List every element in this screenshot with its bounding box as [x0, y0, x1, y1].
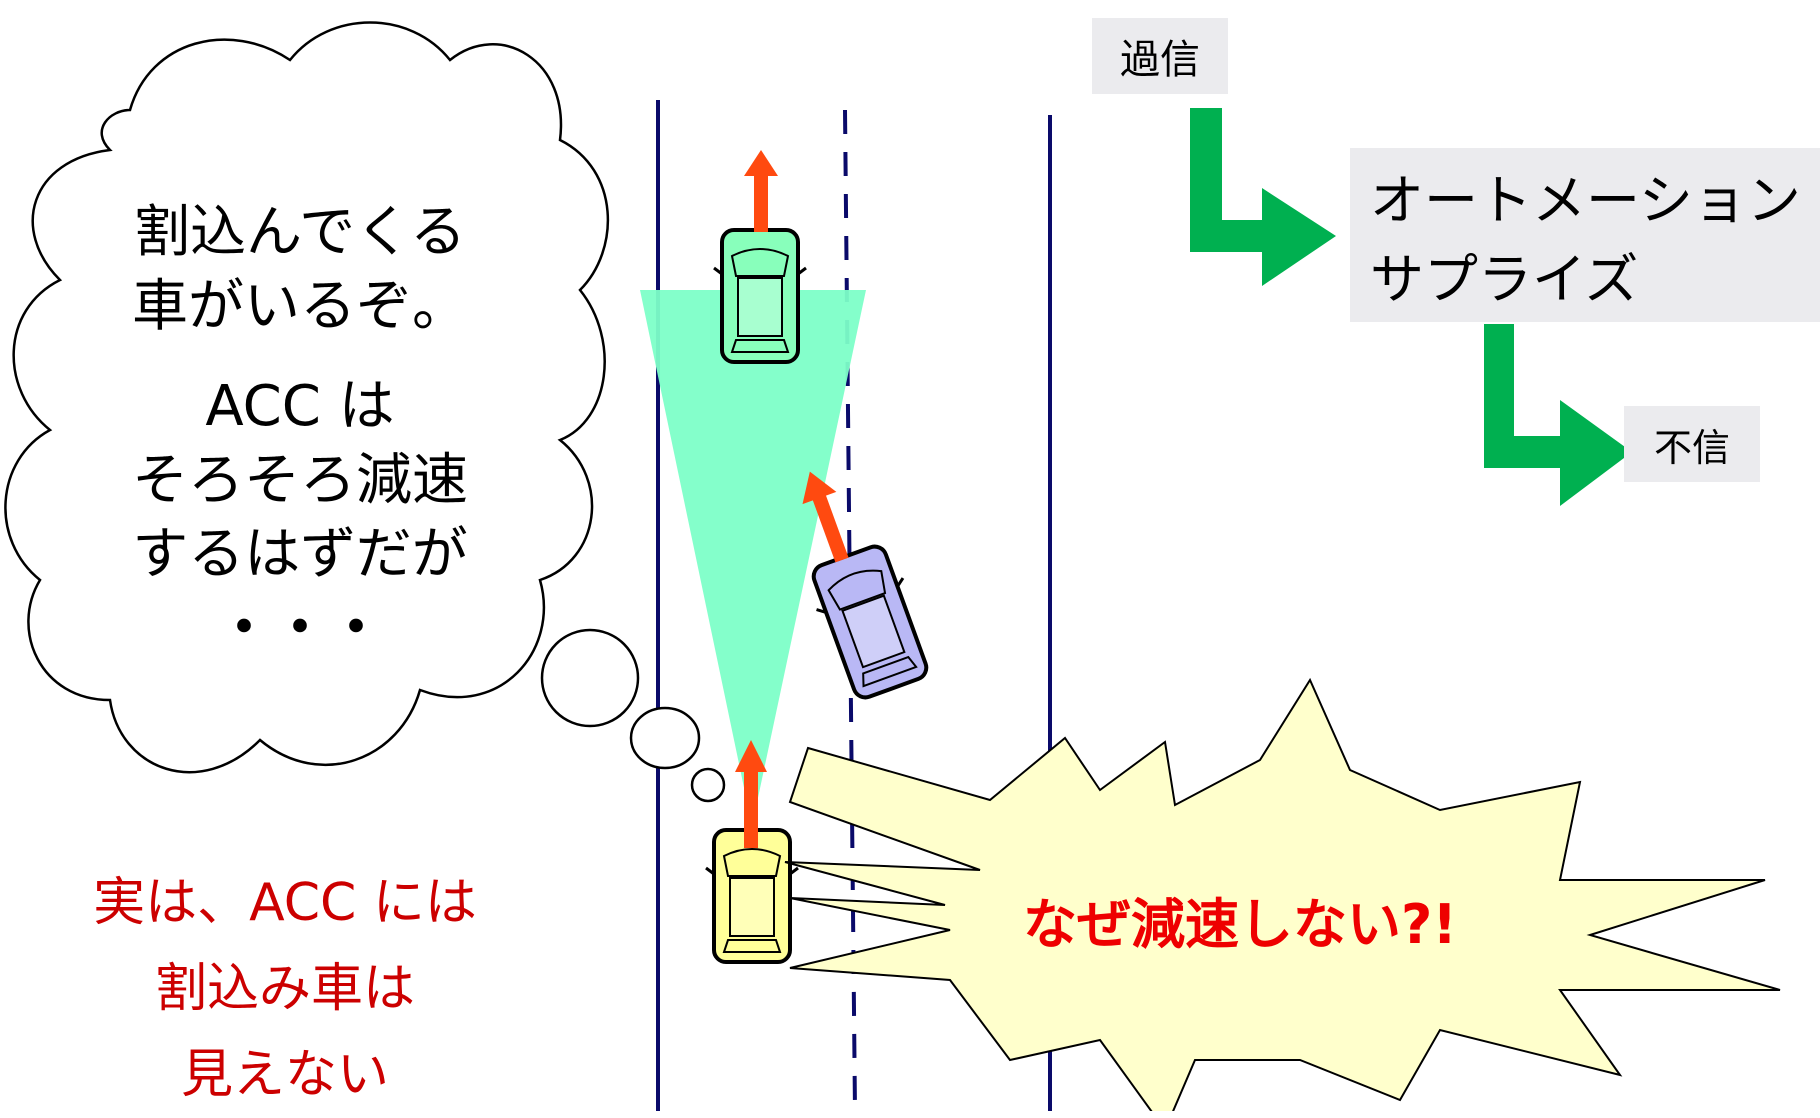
truth-line-1: 実は、ACC には — [93, 873, 477, 933]
thought-bubble-medium — [629, 706, 701, 770]
flow-step-distrust-label: 不信 — [1653, 425, 1730, 470]
flow-step-overtrust: 過信 — [1092, 18, 1228, 94]
exclaim-burst — [784, 677, 1781, 1111]
flow-step-automation-surprise-line-1: オートメーション — [1370, 169, 1801, 232]
thought-line-4: そろそろ減速 — [132, 448, 468, 513]
thought-line-6: ・・・ — [216, 596, 384, 661]
flow-step-overtrust-label: 過信 — [1120, 37, 1200, 83]
flow-arrow-2 — [1484, 324, 1632, 506]
thought-text: 割込んでくる 車がいるぞ。 ACC は そろそろ減速 するはずだが ・・・ — [90, 196, 510, 666]
cutin-car — [811, 544, 929, 700]
flow-step-automation-surprise: オートメーション サプライズ — [1350, 148, 1820, 322]
flow-step-distrust: 不信 — [1624, 406, 1760, 482]
flow-arrow-1 — [1190, 108, 1336, 286]
truth-text: 実は、ACC には 割込み車は 見えない — [70, 860, 500, 1118]
thought-line-3: ACC は — [205, 374, 395, 439]
thought-line-5: するはずだが — [132, 522, 468, 587]
ego-car — [705, 828, 799, 964]
lead-car — [713, 228, 807, 364]
truth-line-3: 見えない — [180, 1045, 389, 1105]
thought-line-1: 割込んでくる — [133, 200, 467, 265]
thought-bubble-small — [690, 767, 726, 803]
cutin-car-arrow — [802, 471, 849, 563]
truth-line-2: 割込み車は — [154, 959, 415, 1019]
ego-car-arrow — [735, 740, 767, 848]
thought-bubble-large — [540, 628, 640, 728]
thought-line-2: 車がいるぞ。 — [132, 274, 468, 339]
acc-sensor-cone — [640, 290, 866, 826]
lead-car-arrow — [744, 150, 778, 232]
exclaim-text: なぜ減速しない?! — [1023, 893, 1457, 956]
flow-step-automation-surprise-line-2: サプライズ — [1370, 248, 1639, 311]
thought-cloud — [4, 21, 610, 774]
